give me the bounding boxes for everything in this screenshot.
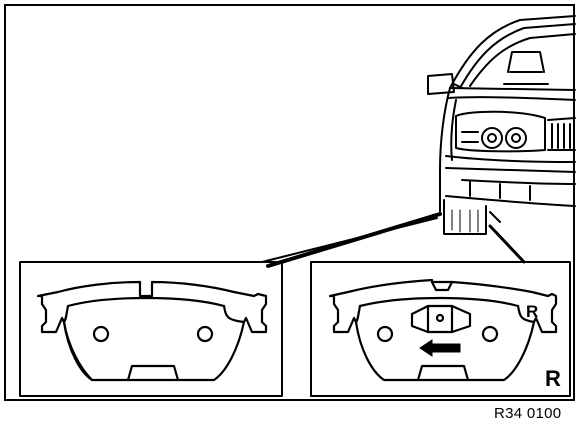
pad-side-label: R <box>526 302 539 321</box>
kidney-grille <box>547 117 576 151</box>
pad-center-notch <box>416 364 470 382</box>
car-front-view <box>427 15 576 235</box>
car-windshield-frame <box>449 15 576 89</box>
car-seat-outline <box>507 51 545 73</box>
brake-pad-outer <box>328 278 558 382</box>
wear-sensor-housing <box>410 304 472 334</box>
car-hood-line <box>447 96 576 101</box>
callout-box-right <box>310 261 571 397</box>
sensor-pin <box>435 313 445 323</box>
brake-pad-inner <box>36 280 268 382</box>
callout-box-left <box>19 261 283 397</box>
headlight-housing <box>455 110 546 153</box>
headlight-right-lens <box>505 127 527 149</box>
callout-side-label: R <box>545 366 561 391</box>
headlight-left-lens <box>481 127 503 149</box>
pad-mounting-hole-left <box>376 325 394 343</box>
pad-mounting-hole-right <box>481 325 499 343</box>
wear-sensor-clip <box>430 280 454 292</box>
leader-line-right <box>488 224 526 264</box>
arrow-left-icon <box>419 339 461 357</box>
side-mirror <box>427 73 455 95</box>
front-left-tire <box>443 199 487 235</box>
pad-center-notch <box>126 364 180 382</box>
pad-mounting-hole-left <box>92 325 110 343</box>
pad-mounting-hole-right <box>196 325 214 343</box>
front-bumper-top <box>445 155 576 163</box>
reference-code: R34 0100 <box>494 405 562 422</box>
front-bumper-bottom <box>445 195 576 207</box>
figure-frame <box>4 4 575 401</box>
